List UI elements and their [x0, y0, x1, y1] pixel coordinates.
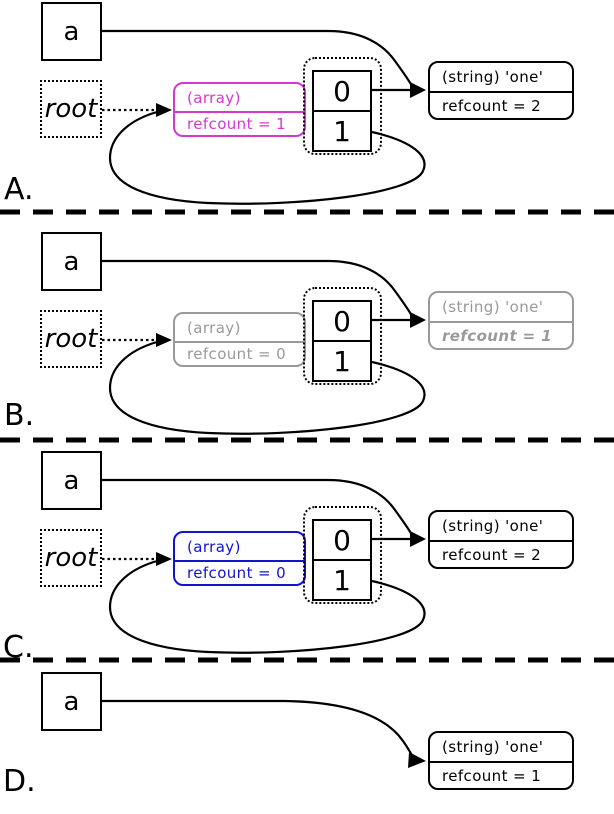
panel-label-a: A.	[4, 172, 34, 207]
cell-index-0: 0	[333, 523, 351, 557]
edge-a-to-string	[102, 699, 414, 758]
variable-box-a: a	[41, 2, 102, 61]
string-type-label: (string) 'one'	[430, 512, 572, 542]
array-cells: 0 1	[312, 519, 372, 601]
root-label: root	[44, 94, 98, 124]
array-node: (array) refcount = 0	[173, 312, 306, 367]
array-refcount-label: refcount = 0	[187, 345, 287, 363]
cell-index-1: 1	[314, 110, 370, 150]
string-refcount-label: refcount = 2	[442, 545, 542, 564]
string-node: (string) 'one' refcount = 1	[428, 731, 574, 790]
array-type-label: (array)	[175, 84, 304, 113]
panel-label-b: B.	[4, 398, 35, 433]
variable-box-a: a	[41, 451, 102, 510]
string-type-label: (string) 'one'	[430, 293, 572, 323]
arrowhead-icon	[156, 333, 172, 347]
variable-box-a: a	[41, 672, 102, 731]
array-node: (array) refcount = 0	[173, 531, 306, 586]
cell-index-0: 0	[333, 304, 351, 338]
string-type-label: (string) 'one'	[430, 63, 572, 93]
array-cells: 0 1	[312, 300, 372, 382]
cell-index-0: 0	[333, 74, 351, 108]
panel-label-d: D.	[3, 764, 36, 799]
array-type-label: (array)	[175, 533, 304, 562]
string-node: (string) 'one' refcount = 1	[428, 291, 574, 350]
string-node: (string) 'one' refcount = 2	[428, 61, 574, 120]
variable-label: a	[63, 465, 80, 496]
variable-box-a: a	[41, 232, 102, 291]
array-cells: 0 1	[312, 70, 372, 152]
array-refcount-label: refcount = 1	[187, 115, 287, 133]
root-box: root	[40, 80, 102, 138]
arrowhead-icon	[156, 552, 172, 566]
arrowhead-icon	[410, 312, 426, 328]
root-box: root	[40, 529, 102, 587]
string-type-label: (string) 'one'	[430, 733, 572, 763]
variable-label: a	[63, 16, 80, 47]
string-refcount-label: refcount = 1	[442, 766, 542, 785]
arrowhead-icon	[408, 752, 426, 768]
string-refcount-label: refcount = 2	[442, 96, 542, 115]
string-node: (string) 'one' refcount = 2	[428, 510, 574, 569]
root-label: root	[44, 543, 98, 573]
variable-label: a	[63, 246, 80, 277]
cell-index-1: 1	[314, 559, 370, 599]
arrowhead-icon	[410, 82, 426, 98]
array-refcount-label: refcount = 0	[187, 564, 287, 582]
cell-index-1: 1	[314, 340, 370, 380]
arrowhead-icon	[410, 531, 426, 547]
root-box: root	[40, 310, 102, 368]
root-label: root	[44, 324, 98, 354]
variable-label: a	[63, 686, 80, 717]
array-type-label: (array)	[175, 314, 304, 343]
arrowhead-icon	[156, 103, 172, 117]
panel-label-c: C.	[3, 630, 34, 665]
array-node: (array) refcount = 1	[173, 82, 306, 137]
string-refcount-label: refcount = 1	[442, 326, 553, 345]
